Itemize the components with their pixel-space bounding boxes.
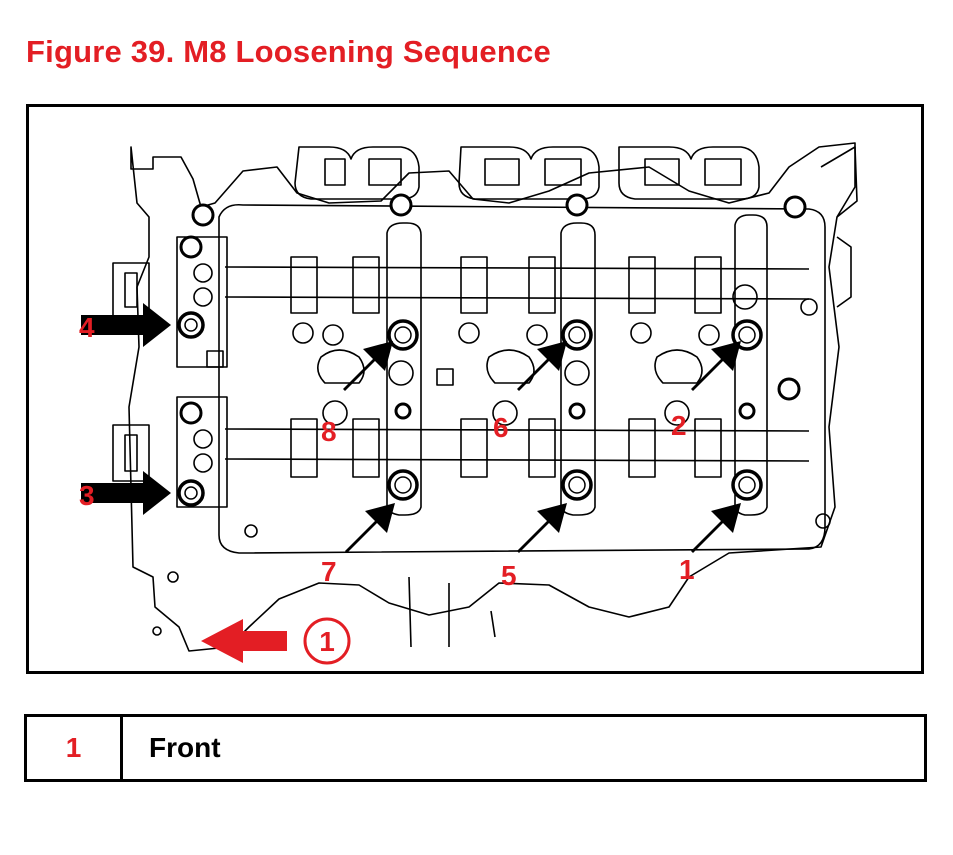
bolt-seq-1 [731,469,763,501]
arrow-icon-seq-8 [343,341,393,391]
bolt [191,203,215,227]
legend-table: 1 Front [24,714,927,782]
seq-label-5: 5 [501,560,517,591]
bolt [179,235,203,259]
figure-title: Figure 39. M8 Loosening Sequence [26,34,551,69]
bolt [738,402,756,420]
arrow-icon-seq-1 [691,503,741,553]
pointer-arrows [81,303,741,553]
seq-label-2: 2 [671,410,687,441]
front-arrow-icon [201,619,287,663]
seq-label-1: 1 [679,554,695,585]
callout-circle [303,617,351,665]
arrow-icon-seq-4 [81,303,171,347]
seq-label-7: 7 [321,556,337,587]
bolt [389,193,413,217]
bolt-seq-4 [177,311,205,339]
bolt [568,402,586,420]
cylinder-head-diagram: 1 2 3 4 5 6 7 8 1 [79,142,858,665]
bolt [777,377,801,401]
legend-number: 1 [27,717,123,779]
seq-label-4: 4 [79,312,95,343]
seq-label-8: 8 [321,416,337,447]
bolt-seq-3 [177,479,205,507]
arrow-icon-seq-7 [345,503,395,553]
legend-label: Front [149,732,221,763]
bolts [177,193,807,507]
cylinder-head-outline [112,142,858,652]
bolt [565,193,589,217]
bolt [783,195,807,219]
arrow-icon-seq-3 [81,471,171,515]
seq-label-3: 3 [79,480,95,511]
bolt-seq-7 [387,469,419,501]
bolt-seq-5 [561,469,593,501]
arrow-icon-seq-5 [517,503,567,553]
callout-number: 1 [319,626,335,657]
diagram-frame: 1 2 3 4 5 6 7 8 1 [26,104,924,674]
bolt-seq-6 [561,319,593,351]
arrow-icon-seq-2 [691,341,741,391]
seq-label-6: 6 [493,412,509,443]
sequence-labels: 1 2 3 4 5 6 7 8 [79,312,695,591]
bolt-seq-8 [387,319,419,351]
arrow-icon-seq-6 [517,341,567,391]
bolt [394,402,412,420]
bolt [179,401,203,425]
